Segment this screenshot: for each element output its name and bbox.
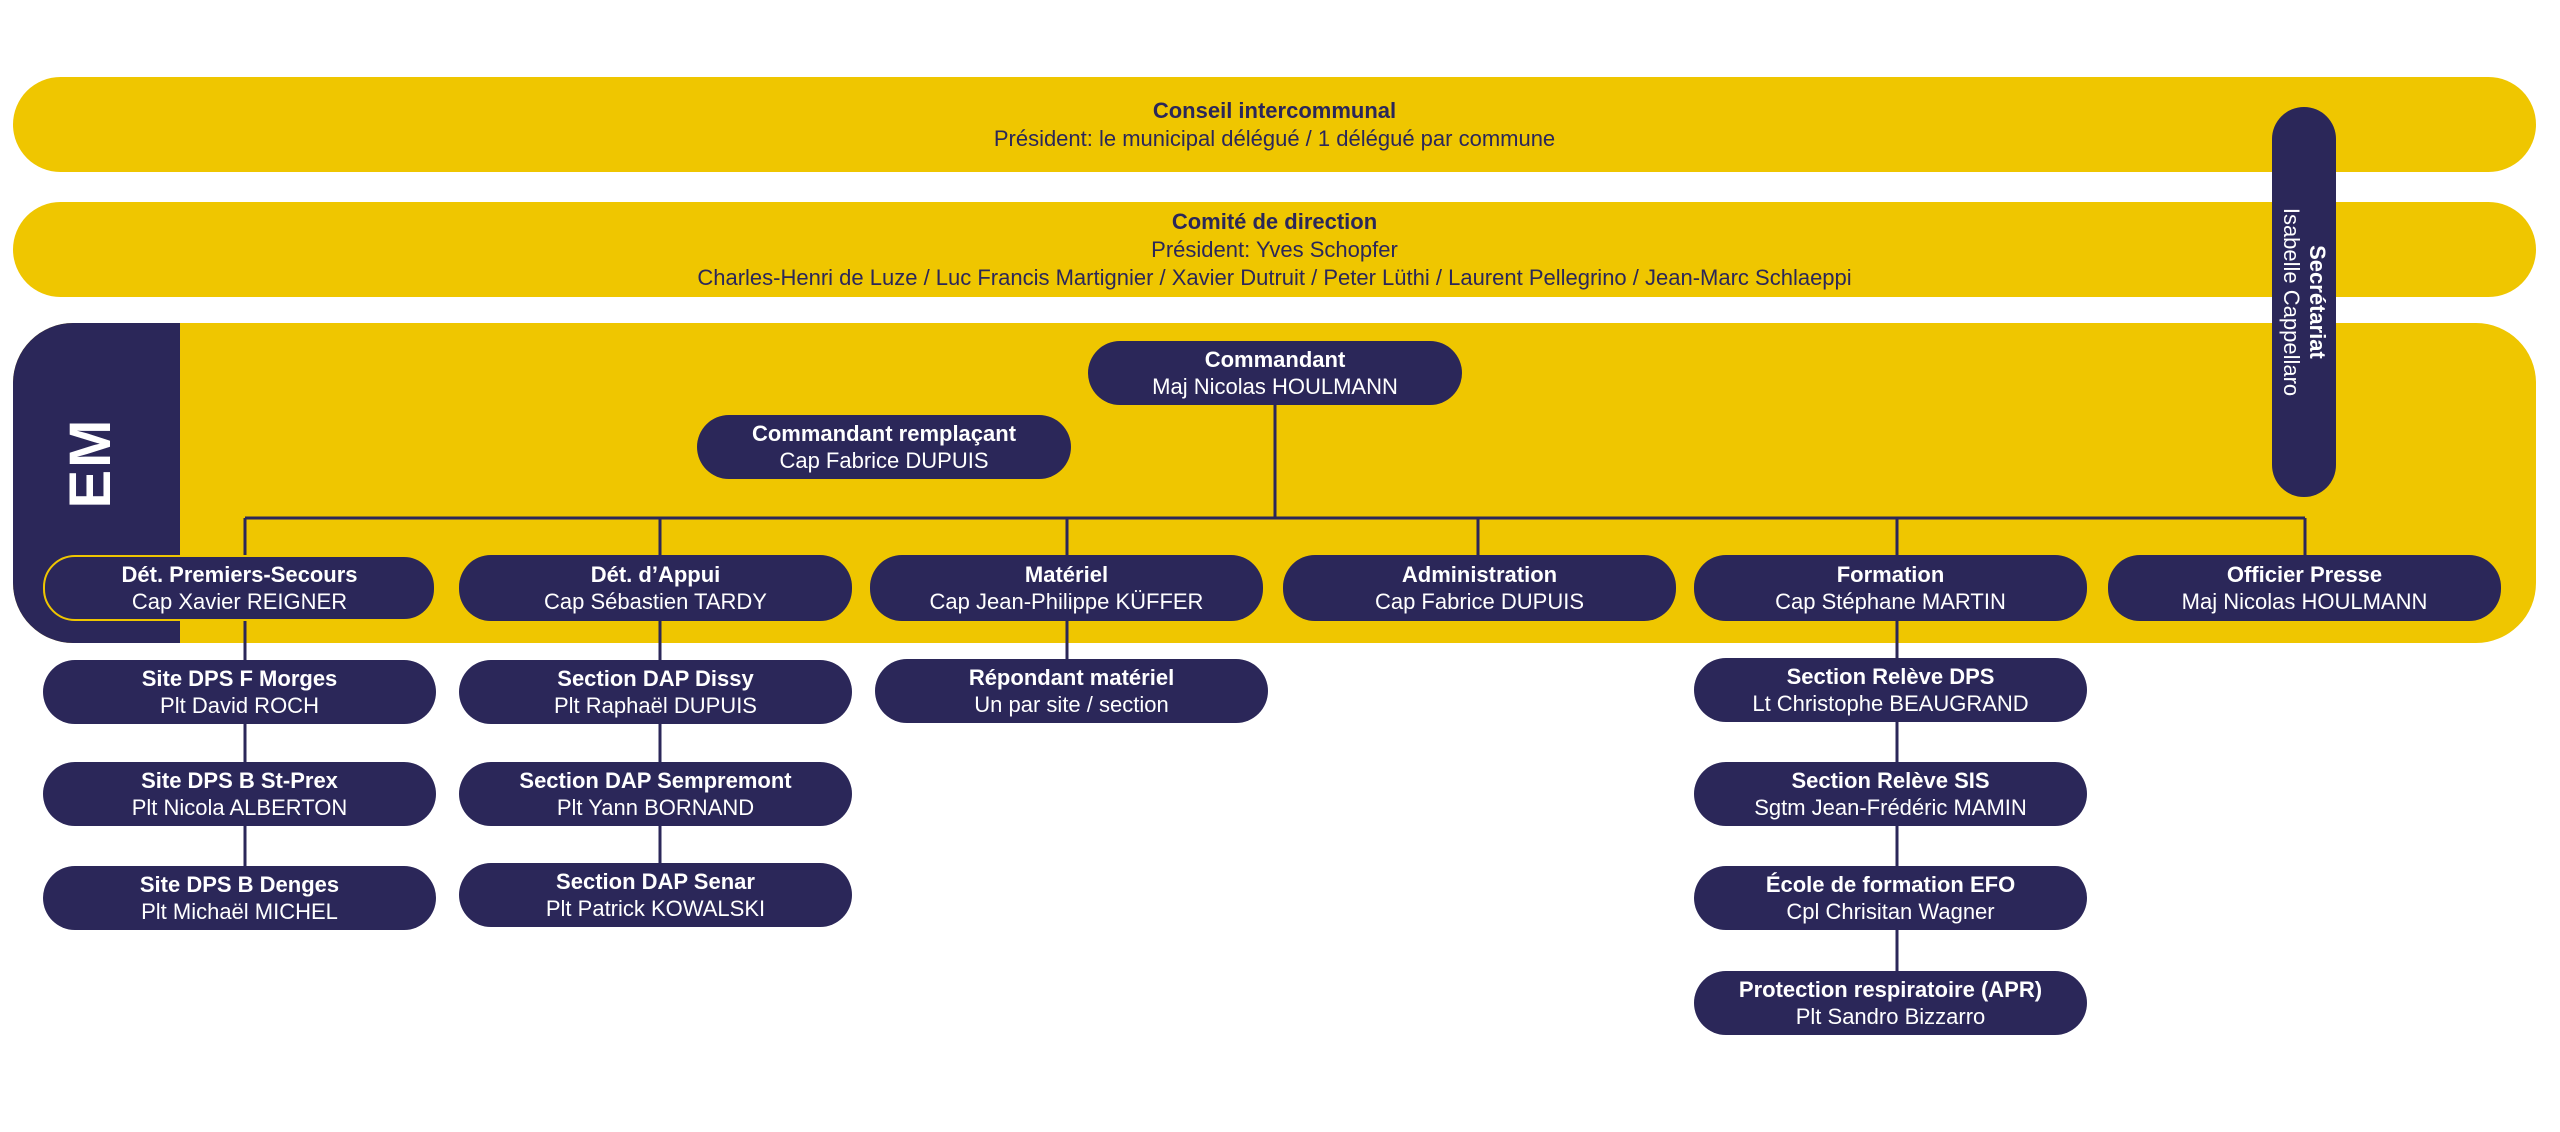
department-node-officier-presse: Officier Presse Maj Nicolas HOULMANN — [2108, 555, 2501, 621]
child-node: Site DPS F Morges Plt David ROCH — [43, 660, 436, 724]
commandant-remplacant-node: Commandant remplaçant Cap Fabrice DUPUIS — [697, 415, 1071, 479]
comite-title: Comité de direction — [1171, 209, 1378, 234]
node-title: Formation — [1836, 562, 1945, 587]
child-node: Section DAP Dissy Plt Raphaël DUPUIS — [459, 660, 852, 724]
node-title: Répondant matériel — [968, 665, 1175, 690]
node-name: Cpl Chrisitan Wagner — [1786, 899, 1995, 924]
comite-direction-band: Comité de direction Président: Yves Scho… — [13, 202, 2536, 297]
node-name: Cap Jean-Philippe KÜFFER — [929, 589, 1204, 614]
child-node: Section DAP Senar Plt Patrick KOWALSKI — [459, 863, 852, 927]
node-title: Site DPS B St-Prex — [141, 768, 338, 793]
node-name: Plt Sandro Bizzarro — [1795, 1004, 1986, 1029]
commandant-node: Commandant Maj Nicolas HOULMANN — [1088, 341, 1462, 405]
conseil-intercommunal-band: Conseil intercommunal Président: le muni… — [13, 77, 2536, 172]
node-name: Maj Nicolas HOULMANN — [1152, 374, 1398, 399]
child-node: Site DPS B Denges Plt Michaël MICHEL — [43, 866, 436, 930]
node-name: Un par site / section — [974, 692, 1169, 717]
comite-president: Président: Yves Schopfer — [1151, 237, 1398, 262]
node-title: Commandant — [1204, 347, 1346, 372]
node-title: Dét. d’Appui — [590, 562, 721, 587]
secretariat-name: Isabelle Cappellaro — [2279, 207, 2304, 397]
node-name: Plt Patrick KOWALSKI — [545, 896, 766, 921]
department-node-formation: Formation Cap Stéphane MARTIN — [1694, 555, 2087, 621]
child-node: Protection respiratoire (APR) Plt Sandro… — [1694, 971, 2087, 1035]
conseil-title: Conseil intercommunal — [1152, 98, 1397, 123]
node-name: Cap Stéphane MARTIN — [1775, 589, 2006, 614]
node-title: Section DAP Sempremont — [519, 768, 792, 793]
node-title: Site DPS F Morges — [141, 666, 338, 691]
node-title: Site DPS B Denges — [139, 872, 340, 897]
child-node: École de formation EFO Cpl Chrisitan Wag… — [1694, 866, 2087, 930]
node-title: Dét. Premiers-Secours — [121, 562, 358, 587]
node-name: Plt Michaël MICHEL — [141, 899, 338, 924]
node-title: École de formation EFO — [1765, 872, 2016, 897]
node-name: Sgtm Jean-Frédéric MAMIN — [1754, 795, 2027, 820]
node-name: Plt Yann BORNAND — [556, 795, 755, 820]
em-label: EM — [58, 417, 123, 509]
department-node-appui: Dét. d’Appui Cap Sébastien TARDY — [459, 555, 852, 621]
child-node: Section Relève SIS Sgtm Jean-Frédéric MA… — [1694, 762, 2087, 826]
node-name: Cap Sébastien TARDY — [544, 589, 767, 614]
node-title: Section Relève SIS — [1791, 768, 1990, 793]
node-name: Cap Fabrice DUPUIS — [1374, 589, 1585, 614]
node-title: Officier Presse — [2226, 562, 2383, 587]
department-node-premiers-secours: Dét. Premiers-Secours Cap Xavier REIGNER — [43, 555, 436, 621]
node-name: Cap Xavier REIGNER — [131, 589, 348, 614]
node-title: Section Relève DPS — [1786, 664, 1995, 689]
child-node: Section Relève DPS Lt Christophe BEAUGRA… — [1694, 658, 2087, 722]
secretariat-title: Secrétariat — [2305, 245, 2330, 359]
child-node: Répondant matériel Un par site / section — [875, 659, 1268, 723]
node-name: Maj Nicolas HOULMANN — [2181, 589, 2428, 614]
node-title: Commandant remplaçant — [751, 421, 1017, 446]
department-node-administration: Administration Cap Fabrice DUPUIS — [1283, 555, 1676, 621]
node-title: Administration — [1401, 562, 1558, 587]
node-title: Protection respiratoire (APR) — [1738, 977, 2043, 1002]
secretariat-box: Secrétariat Isabelle Cappellaro — [2272, 107, 2336, 497]
child-node: Section DAP Sempremont Plt Yann BORNAND — [459, 762, 852, 826]
conseil-subtitle: Président: le municipal délégué / 1 délé… — [993, 126, 1556, 151]
node-name: Cap Fabrice DUPUIS — [779, 448, 989, 473]
node-title: Section DAP Senar — [556, 869, 755, 894]
node-name: Lt Christophe BEAUGRAND — [1752, 691, 2029, 716]
comite-members: Charles-Henri de Luze / Luc Francis Mart… — [697, 265, 1852, 290]
child-node: Site DPS B St-Prex Plt Nicola ALBERTON — [43, 762, 436, 826]
department-node-materiel: Matériel Cap Jean-Philippe KÜFFER — [870, 555, 1263, 621]
node-name: Plt Raphaël DUPUIS — [554, 693, 757, 718]
node-title: Matériel — [1024, 562, 1109, 587]
node-name: Plt David ROCH — [160, 693, 319, 718]
node-title: Section DAP Dissy — [557, 666, 754, 691]
node-name: Plt Nicola ALBERTON — [131, 795, 348, 820]
